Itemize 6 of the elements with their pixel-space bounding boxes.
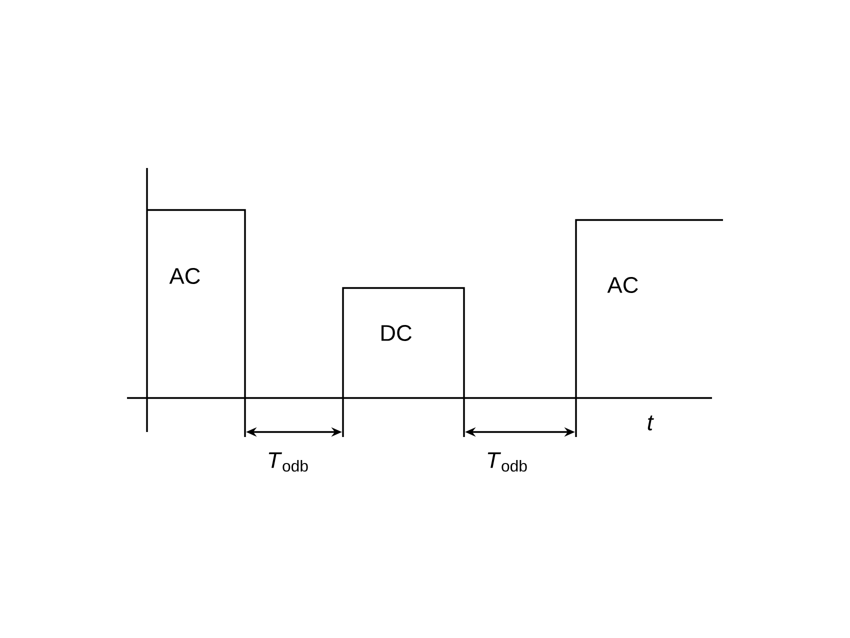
dimension-label: T$_{odb}$	[268, 452, 308, 472]
pulse-label: AC	[169, 268, 200, 284]
dimension-label: T$_{odb}$	[488, 452, 527, 472]
pulse-label: DC	[382, 324, 412, 342]
axis-label: t	[648, 416, 654, 430]
pulse-label: AC	[607, 276, 638, 294]
